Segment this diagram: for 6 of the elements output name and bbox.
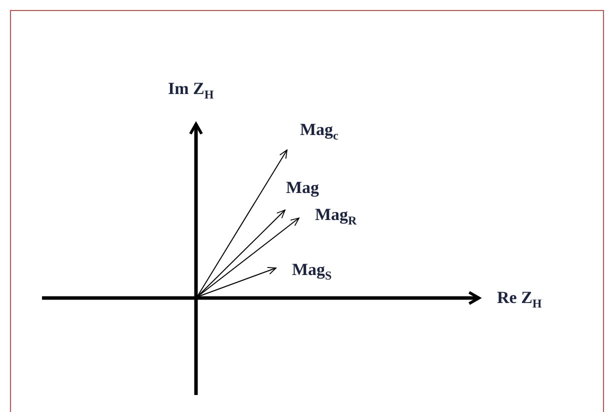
axis-label: Im Z$_{H}$ — [168, 79, 214, 104]
vector-label: Mag$_{R}$ — [315, 205, 357, 230]
vector-label: Mag — [286, 178, 320, 198]
axis-label: Re Z$_{H}$ — [497, 288, 542, 312]
vector-label: Mag$_{c}$ — [300, 120, 338, 144]
vector-label: Mag$_{S}$ — [292, 260, 332, 284]
